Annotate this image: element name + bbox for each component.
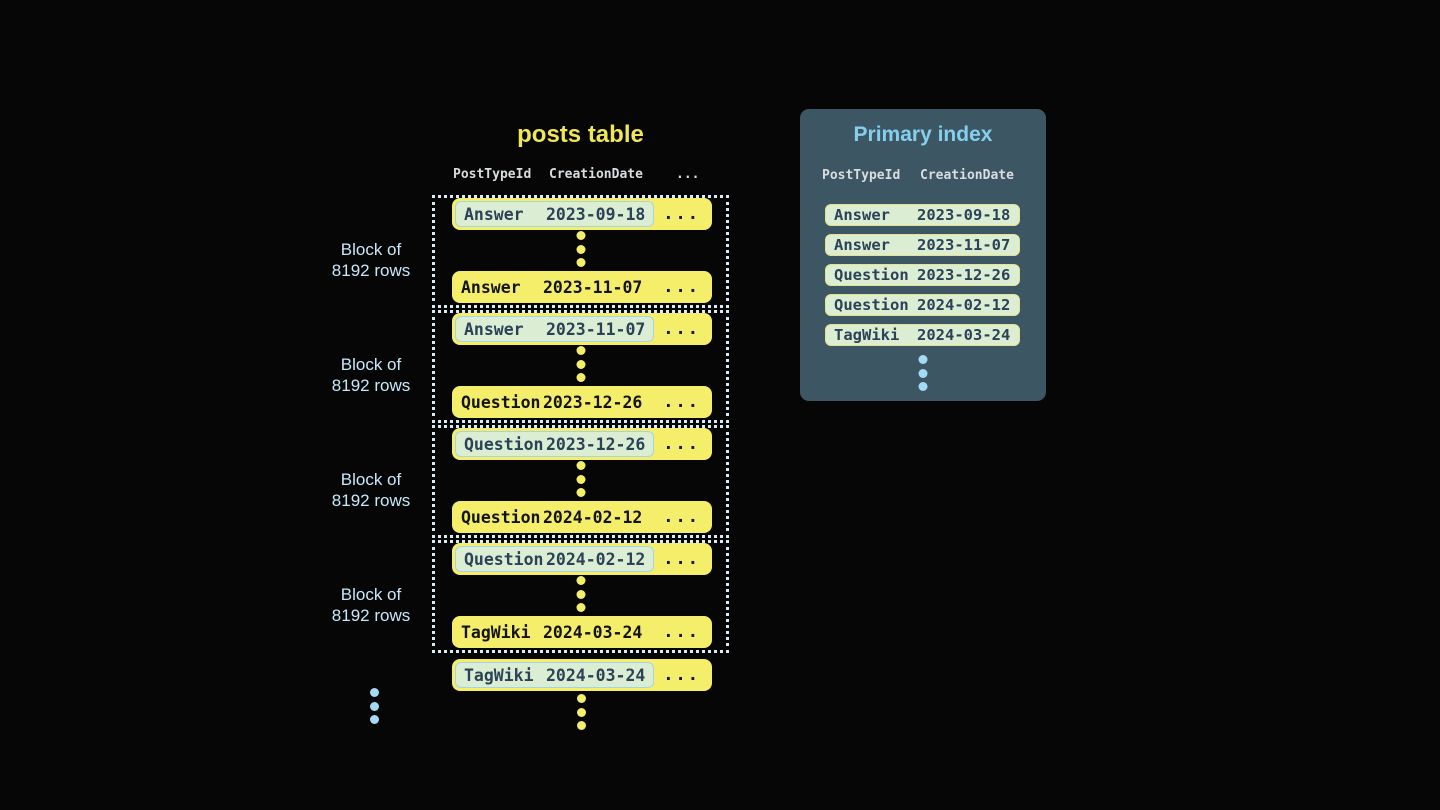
block-label-line: Block of — [340, 355, 402, 374]
posts-column-creationdate: CreationDate — [549, 167, 643, 182]
row-posttypeid: TagWiki — [464, 665, 534, 685]
index-creationdate: 2023-12-26 — [917, 266, 1011, 284]
table-row: TagWiki 2024-03-24 ... — [452, 659, 712, 691]
row-more-ellipsis: ... — [663, 507, 700, 527]
indexed-row-highlight: TagWiki 2024-03-24 — [455, 662, 655, 688]
row-more-ellipsis: ... — [663, 434, 700, 454]
row-creationdate: 2023-09-18 — [546, 204, 646, 224]
index-column-creationdate: CreationDate — [920, 168, 1014, 183]
block-size-label: Block of 8192 rows — [316, 239, 426, 281]
row-block-2: Answer 2023-11-07 ... Question 2023-12-2… — [432, 310, 729, 423]
row-posttypeid: Answer — [464, 204, 524, 224]
row-creationdate: 2024-03-24 — [543, 622, 643, 642]
row-more-ellipsis: ... — [663, 277, 700, 297]
index-column-posttypeid: PostTypeId — [822, 168, 901, 183]
block-label-line: 8192 rows — [331, 261, 411, 280]
more-rows-ellipsis — [577, 694, 586, 735]
row-creationdate: 2023-11-07 — [543, 277, 643, 297]
posts-columns-more-ellipsis: ... — [676, 167, 700, 182]
block-label-line: 8192 rows — [331, 606, 411, 625]
rows-ellipsis — [576, 576, 585, 617]
block-label-line: 8192 rows — [331, 491, 411, 510]
block-label-line: Block of — [340, 585, 402, 604]
block-label-line: Block of — [340, 470, 402, 489]
row-block-4: Question 2024-02-12 ... TagWiki 2024-03-… — [432, 540, 729, 653]
index-entry: Answer 2023-11-07 — [825, 234, 1020, 256]
block-size-label: Block of 8192 rows — [316, 354, 426, 396]
row-creationdate: 2023-12-26 — [543, 392, 643, 412]
table-row: Question 2023-12-26 ... — [452, 386, 712, 418]
posts-column-posttypeid: PostTypeId — [453, 167, 532, 182]
row-creationdate: 2024-02-12 — [546, 549, 646, 569]
block-size-label: Block of 8192 rows — [316, 469, 426, 511]
row-more-ellipsis: ... — [663, 204, 700, 224]
row-posttypeid: Question — [461, 507, 541, 527]
block-label-line: 8192 rows — [331, 376, 411, 395]
table-row: Question 2024-02-12 ... — [452, 543, 712, 575]
row-more-ellipsis: ... — [663, 622, 700, 642]
index-creationdate: 2023-11-07 — [917, 236, 1011, 254]
row-creationdate: 2023-11-07 — [546, 319, 646, 339]
rows-ellipsis — [576, 346, 585, 387]
index-entry: TagWiki 2024-03-24 — [825, 324, 1020, 346]
row-posttypeid: Question — [461, 392, 541, 412]
row-creationdate: 2024-02-12 — [543, 507, 643, 527]
row-creationdate: 2023-12-26 — [546, 434, 646, 454]
posts-table-title: posts table — [517, 121, 644, 148]
indexed-row-highlight: Question 2023-12-26 — [455, 431, 655, 457]
indexed-row-highlight: Answer 2023-11-07 — [455, 316, 655, 342]
primary-index-panel: Primary index PostTypeId CreationDate An… — [800, 109, 1046, 401]
table-row: Answer 2023-11-07 ... — [452, 271, 712, 303]
row-more-ellipsis: ... — [663, 392, 700, 412]
row-posttypeid: Question — [464, 434, 544, 454]
row-more-ellipsis: ... — [663, 549, 700, 569]
row-block-3: Question 2023-12-26 ... Question 2024-02… — [432, 425, 729, 538]
row-posttypeid: TagWiki — [461, 622, 531, 642]
more-blocks-ellipsis — [370, 688, 379, 729]
row-posttypeid: Question — [464, 549, 544, 569]
index-posttypeid: Question — [834, 296, 909, 314]
more-index-entries-ellipsis — [918, 355, 928, 396]
table-row: Question 2024-02-12 ... — [452, 501, 712, 533]
row-more-ellipsis: ... — [663, 319, 700, 339]
table-row: Answer 2023-11-07 ... — [452, 313, 712, 345]
index-creationdate: 2023-09-18 — [917, 206, 1011, 224]
rows-ellipsis — [576, 231, 585, 272]
index-posttypeid: Answer — [834, 236, 890, 254]
index-posttypeid: Answer — [834, 206, 890, 224]
row-block-1: Answer 2023-09-18 ... Answer 2023-11-07 … — [432, 195, 729, 308]
index-entry: Answer 2023-09-18 — [825, 204, 1020, 226]
row-posttypeid: Answer — [464, 319, 524, 339]
rows-ellipsis — [576, 461, 585, 502]
index-posttypeid: TagWiki — [834, 326, 900, 344]
table-row: TagWiki 2024-03-24 ... — [452, 616, 712, 648]
block-label-line: Block of — [340, 240, 402, 259]
index-entry: Question 2023-12-26 — [825, 264, 1020, 286]
table-row: Question 2023-12-26 ... — [452, 428, 712, 460]
block-size-label: Block of 8192 rows — [316, 584, 426, 626]
row-more-ellipsis: ... — [663, 665, 700, 685]
primary-index-title: Primary index — [853, 123, 993, 146]
indexed-row-highlight: Question 2024-02-12 — [455, 546, 655, 572]
row-posttypeid: Answer — [461, 277, 521, 297]
index-entry: Question 2024-02-12 — [825, 294, 1020, 316]
index-posttypeid: Question — [834, 266, 909, 284]
table-row: Answer 2023-09-18 ... — [452, 198, 712, 230]
row-creationdate: 2024-03-24 — [546, 665, 646, 685]
index-creationdate: 2024-02-12 — [917, 296, 1011, 314]
index-creationdate: 2024-03-24 — [917, 326, 1011, 344]
indexed-row-highlight: Answer 2023-09-18 — [455, 201, 655, 227]
